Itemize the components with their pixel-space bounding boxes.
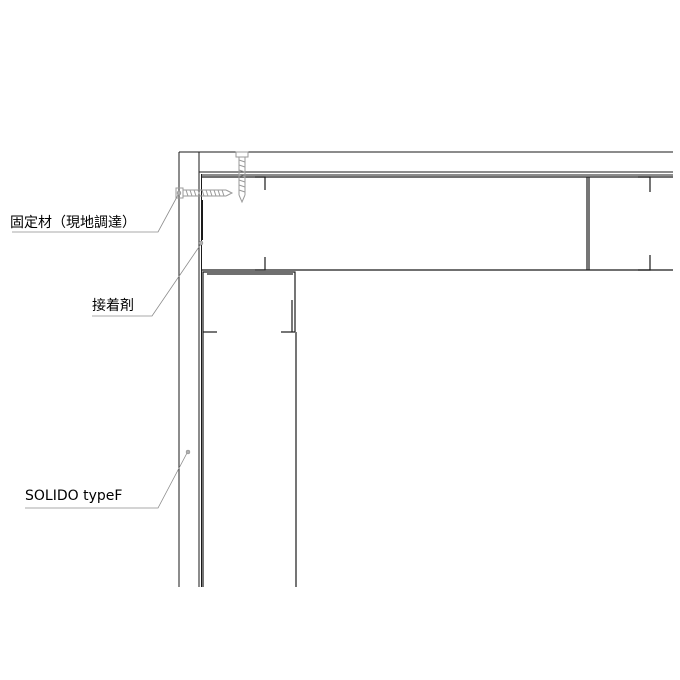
splice-lip-bottom <box>638 255 651 271</box>
leader-dot-fixing <box>176 190 182 196</box>
horizontal-screw-icon <box>175 187 234 199</box>
beam-lip-bottom-left <box>255 257 266 271</box>
leader-fixing <box>12 194 179 233</box>
solido-panel <box>178 151 673 587</box>
leader-dot-panel <box>185 449 191 455</box>
label-fixing-material: 固定材（現地調達） <box>10 215 136 231</box>
beam-lip-top-left <box>255 176 266 190</box>
splice-lip-top <box>638 176 651 192</box>
leader-panel <box>25 452 188 509</box>
label-adhesive: 接着剤 <box>92 298 134 314</box>
leader-dot-adhesive <box>198 240 204 246</box>
vertical-screw-icon <box>235 151 249 204</box>
horizontal-stud <box>202 176 673 271</box>
vertical-stud <box>202 271 297 587</box>
label-solido-panel: SOLIDO typeF <box>25 488 123 504</box>
leader-lines <box>12 194 202 509</box>
post-top-channel <box>202 271 296 332</box>
leader-dots <box>176 190 204 455</box>
adhesive-layer <box>201 174 673 587</box>
leader-adhesive <box>92 243 202 317</box>
